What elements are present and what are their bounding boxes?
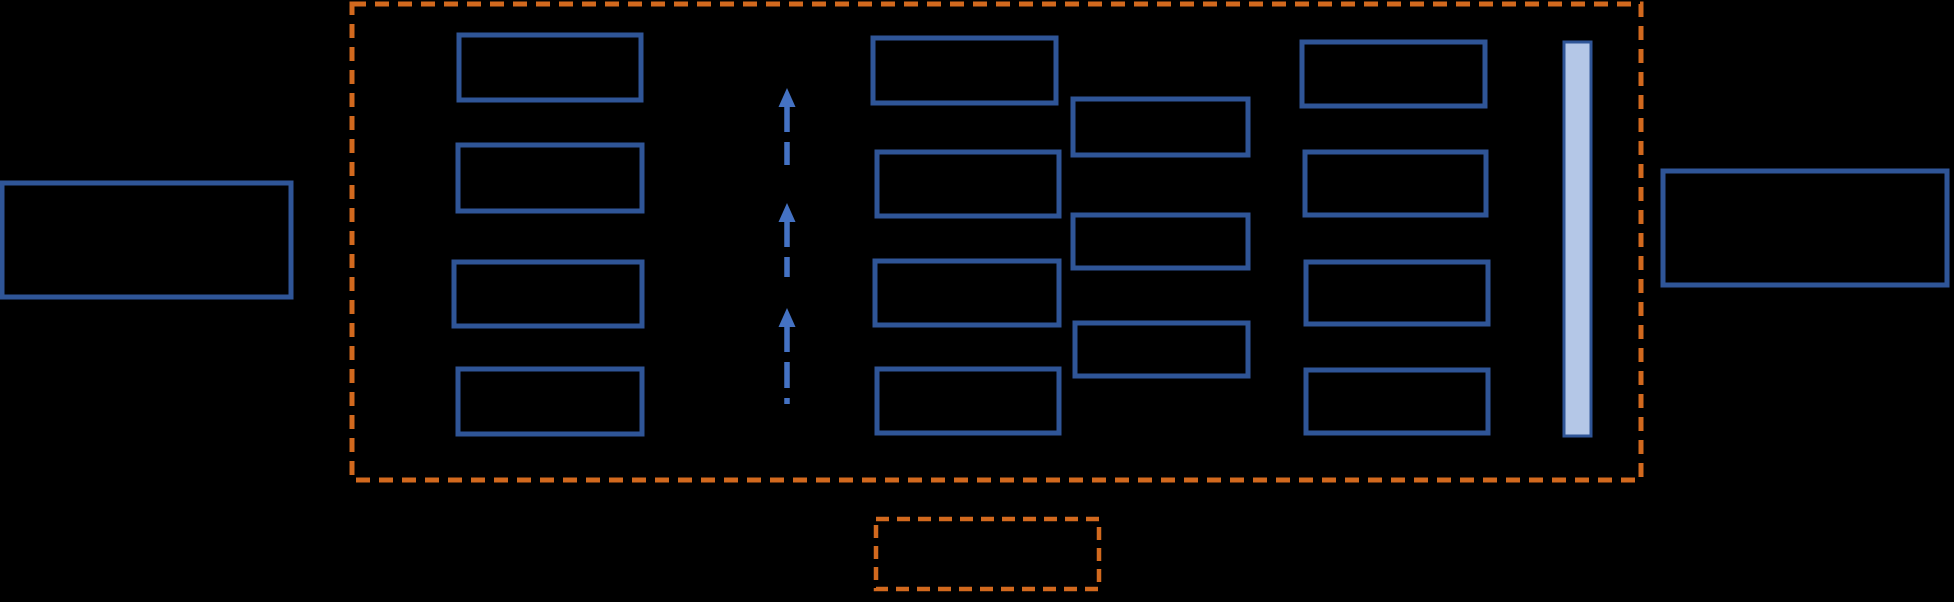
left-io-box bbox=[0, 180, 294, 300]
upward-dashed-arrow-3-head-icon bbox=[778, 308, 796, 327]
stage3-block-1 bbox=[1299, 39, 1488, 109]
stage2-offset-block-3 bbox=[1072, 320, 1251, 379]
upward-dashed-arrow-2-head-icon bbox=[778, 203, 796, 222]
right-io-box bbox=[1660, 168, 1950, 288]
upward-dashed-arrow-1-head-icon bbox=[778, 88, 796, 107]
outer-dashed-boundary bbox=[349, 1, 1644, 483]
stage2-block-4 bbox=[874, 366, 1062, 436]
stage1-block-3 bbox=[451, 259, 645, 329]
stage2-offset-block-2 bbox=[1070, 212, 1251, 271]
stage3-block-2 bbox=[1302, 149, 1489, 218]
legend-dashed-box bbox=[873, 516, 1102, 592]
stage2-block-2 bbox=[874, 149, 1062, 219]
stage1-block-1 bbox=[456, 32, 644, 103]
stage3-block-4 bbox=[1303, 367, 1491, 436]
stage1-block-4 bbox=[455, 366, 645, 437]
stage3-block-3 bbox=[1303, 259, 1491, 327]
stage2-block-3 bbox=[872, 258, 1062, 328]
stage1-block-2 bbox=[455, 142, 645, 214]
stage2-block-1 bbox=[870, 35, 1059, 106]
stage2-offset-block-1 bbox=[1070, 96, 1251, 158]
output-bar bbox=[1562, 40, 1593, 438]
